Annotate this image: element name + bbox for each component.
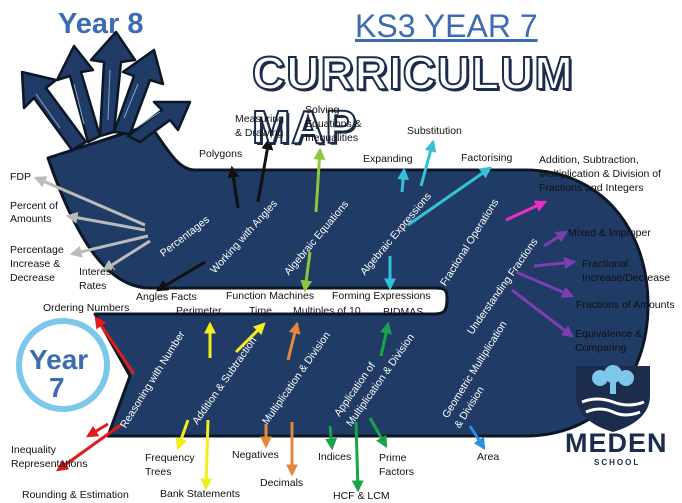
label-fraction-ops-1: Addition, Subtraction, — [539, 154, 639, 166]
arrow-measuring — [256, 137, 274, 203]
label-ordering-numbers: Ordering Numbers — [43, 302, 130, 314]
label-interest: Interest — [79, 266, 115, 278]
arrow-bank — [200, 419, 213, 491]
arrow-prime — [368, 417, 388, 449]
year-7-badge — [16, 318, 110, 412]
label-amounts: Amounts — [10, 213, 52, 225]
label-decrease: Decrease — [10, 272, 55, 284]
label-bidmas: BIDMAS — [383, 306, 424, 318]
label-fractions-of-amounts: Fractions of Amounts — [576, 299, 675, 311]
year-7-label-word: Year — [29, 344, 89, 375]
arrow-frac-change — [533, 256, 577, 269]
label-angles-facts: Angles Facts — [136, 291, 197, 303]
label-increase-decrease: Increase/Decrease — [582, 272, 671, 284]
arrow-interest — [101, 239, 151, 272]
label-forming-expressions: Forming Expressions — [332, 290, 431, 302]
school-tagline: SCHOOL — [594, 458, 641, 467]
label-solving: Solving — [305, 104, 340, 116]
label-comparing: Comparing — [575, 342, 627, 354]
label-equations: Equations & — [305, 118, 362, 130]
arrow-bidmas — [379, 321, 392, 357]
year-7-label-number: 7 — [49, 372, 65, 403]
label-fraction-ops-2: Multiplication & Division of — [539, 168, 661, 180]
road-band — [46, 123, 650, 438]
arrow-time — [234, 322, 266, 354]
arrow-fraction-ops — [505, 200, 548, 222]
label-percent-of: Percent of — [10, 200, 58, 212]
arrow-expanding — [397, 167, 410, 193]
label-function-machines: Function Machines — [226, 290, 315, 302]
arrow-area — [468, 425, 486, 451]
arrow-indices — [325, 425, 338, 451]
arrow-ordering — [94, 316, 136, 375]
school-name: MEDEN — [565, 428, 668, 458]
label-bank-statements: Bank Statements — [160, 488, 240, 500]
fork-highlights — [35, 69, 161, 129]
label-prime: Prime — [379, 452, 407, 464]
label-time: Time — [249, 305, 272, 317]
fork-arrows — [20, 30, 192, 152]
label-factors: Factors — [379, 466, 415, 478]
label-fdp: FDP — [10, 171, 31, 183]
arrow-polygons — [227, 165, 240, 209]
arrow-inequality — [85, 422, 109, 438]
label-inequality: Inequality — [11, 444, 56, 456]
arrow-percent-amounts — [65, 211, 146, 232]
arrow-equivalence — [511, 288, 574, 338]
arrow-frequency — [175, 419, 190, 451]
page-title: KS3 YEAR 7 — [355, 8, 538, 44]
label-inequalities: Inequalities — [305, 132, 359, 144]
label-drawing: & Drawing — [235, 127, 284, 139]
label-fractional: Fractional — [582, 258, 629, 270]
label-fraction-ops-3: Fractions and Integers — [539, 182, 644, 194]
label-perimeter: Perimeter — [176, 305, 222, 317]
arrow-angles-facts — [155, 260, 206, 292]
arrow-substitution — [419, 139, 437, 187]
label-frequency: Frequency — [145, 452, 195, 464]
arrow-rounding — [56, 422, 123, 472]
label-equivalence: Equivalence & — [575, 328, 643, 340]
arrow-fdp — [33, 176, 146, 227]
label-factorising: Factorising — [461, 152, 513, 164]
arrow-multiples — [286, 321, 301, 361]
label-rates: Rates — [79, 280, 107, 292]
label-substitution: Substitution — [407, 125, 462, 137]
label-representations: Representations — [11, 458, 88, 470]
label-mixed: Mixed & Improper — [568, 227, 651, 239]
label-decimals: Decimals — [260, 477, 304, 489]
label-indices: Indices — [318, 451, 352, 463]
arrow-function-machines — [300, 251, 313, 293]
arrow-percentage-change — [69, 234, 149, 258]
arrow-frac-amounts — [515, 270, 575, 298]
page-subtitle: CURRICULUM MAP — [251, 46, 574, 154]
label-multiples-of-10: Multiples of 10 — [293, 305, 361, 317]
label-polygons: Polygons — [199, 148, 243, 160]
school-crest — [576, 365, 650, 432]
label-measuring: Measuring — [235, 113, 285, 125]
label-area: Area — [477, 451, 500, 463]
arrow-solving — [313, 147, 326, 213]
label-increase: Increase & — [10, 258, 61, 270]
arrow-mixed — [543, 230, 569, 248]
label-trees: Trees — [145, 466, 172, 478]
arrow-hcf — [351, 421, 364, 493]
year-8-label: Year 8 — [58, 8, 144, 40]
label-percentage: Percentage — [10, 244, 64, 256]
label-rounding-estimation: Rounding & Estimation — [22, 489, 129, 501]
label-negatives: Negatives — [232, 449, 279, 461]
label-hcf-lcm: HCF & LCM — [333, 490, 390, 502]
label-expanding: Expanding — [363, 153, 413, 165]
arrow-factorising — [407, 166, 492, 227]
